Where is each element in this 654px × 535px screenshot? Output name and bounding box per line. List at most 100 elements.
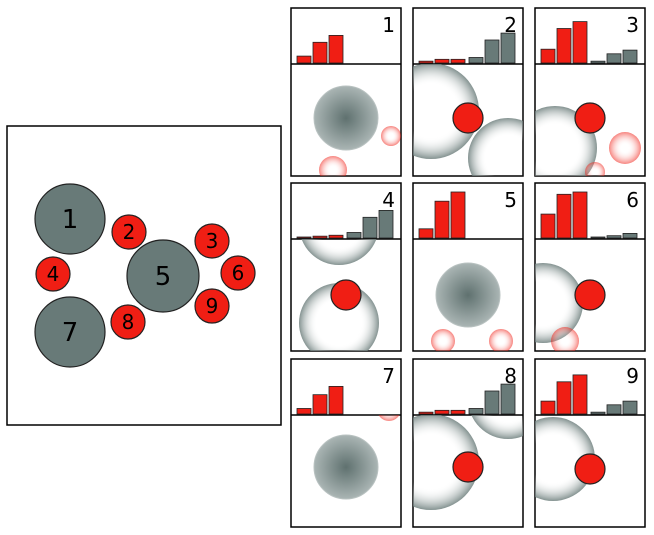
panel-histogram: [418, 32, 516, 64]
neighbor-red-fade: [378, 415, 400, 421]
histogram-bar-gray: [468, 57, 484, 64]
panel-label: 8: [504, 364, 517, 388]
panel-4: 4: [290, 182, 402, 352]
histogram-bar-red: [296, 55, 312, 64]
panel-histogram: [418, 191, 466, 239]
histogram-bar-red: [312, 235, 328, 239]
center-red-circle: [574, 102, 606, 134]
panel-8: 8: [412, 358, 524, 528]
neighbor-red-fade: [551, 327, 579, 351]
panel-5: 5: [412, 182, 524, 352]
overview-circle-shape: [35, 256, 71, 292]
histogram-bar-gray: [622, 49, 638, 64]
panel-label: 3: [626, 13, 639, 37]
histogram-bar-gray: [484, 39, 500, 64]
center-red-circle: [452, 102, 484, 134]
panel-histogram: [296, 385, 344, 415]
overview-circle-shape: [194, 223, 230, 259]
histogram-bar-red: [556, 28, 572, 64]
overview-circle-shape: [220, 255, 256, 291]
histogram-bar-red: [434, 58, 450, 64]
histogram-bar-red: [434, 409, 450, 415]
histogram-bar-gray: [362, 216, 378, 239]
neighbor-gray-fade: [535, 263, 583, 343]
histogram-bar-gray: [622, 233, 638, 239]
overview-circle-5: 5: [126, 239, 200, 313]
overview-circle-shape: [194, 288, 230, 324]
overview-circle-shape: [110, 304, 146, 340]
histogram-bar-red: [418, 228, 434, 239]
neighbor-red-fade: [585, 162, 605, 176]
panel-neighborhood: [413, 64, 523, 176]
center-gray-circle: [313, 85, 379, 151]
panel-label: 9: [626, 364, 639, 388]
overview-circle-1: 1: [34, 183, 106, 255]
neighbor-gray-fade: [413, 415, 479, 510]
center-red-circle: [574, 453, 606, 485]
histogram-bar-gray: [606, 235, 622, 239]
histogram-bar-gray: [484, 390, 500, 415]
overview-circle-shape: [34, 296, 106, 368]
panel-label: 2: [504, 13, 517, 37]
histogram-bar-red: [450, 58, 466, 64]
overview-circle-label: 4: [47, 262, 60, 286]
overview-circle-6: 6: [220, 255, 256, 291]
panel-histogram: [540, 191, 638, 239]
center-gray-circle: [435, 262, 501, 328]
panel-label: 1: [382, 13, 395, 37]
histogram-bar-red: [540, 400, 556, 415]
panel-label: 7: [382, 364, 395, 388]
center-red-circle: [452, 451, 484, 483]
panel-neighborhood: [431, 262, 513, 351]
histogram-bar-red: [328, 234, 344, 239]
panel-neighborhood: [299, 239, 379, 351]
panel-7: 7: [290, 358, 402, 528]
histogram-bar-gray: [606, 404, 622, 415]
histogram-bar-red: [312, 394, 328, 415]
histogram-bar-red: [418, 60, 434, 64]
neighbor-gray-fade: [301, 239, 377, 265]
histogram-bar-gray: [622, 400, 638, 415]
panel-neighborhood: [535, 417, 606, 501]
histogram-bar-gray: [346, 232, 362, 239]
overview-circle-label: 2: [123, 220, 136, 244]
overview-circle-label: 5: [155, 262, 172, 292]
neighbor-red-fade: [381, 126, 401, 146]
center-red-circle: [574, 279, 606, 311]
panel-3: 3: [534, 7, 646, 177]
panel-neighborhood: [313, 415, 400, 500]
overview-circle-3: 3: [194, 223, 230, 259]
center-red-circle: [330, 279, 362, 311]
histogram-bar-gray: [500, 32, 516, 64]
histogram-bar-gray: [606, 53, 622, 64]
histogram-bar-gray: [590, 236, 606, 239]
histogram-bar-red: [328, 34, 344, 64]
overview-circle-9: 9: [194, 288, 230, 324]
histogram-bar-red: [328, 385, 344, 415]
overview-circle-label: 8: [122, 310, 135, 334]
overview-circle-shape: [34, 183, 106, 255]
panel-neighborhood: [313, 85, 401, 176]
overview-circle-label: 1: [62, 205, 79, 235]
histogram-bar-red: [296, 236, 312, 239]
panel-6: 6: [534, 182, 646, 352]
neighbor-gray-fade: [471, 415, 523, 439]
histogram-bar-red: [572, 374, 588, 415]
panel-neighborhood: [535, 263, 606, 351]
histogram-bar-gray: [500, 383, 516, 415]
panel-neighborhood: [535, 102, 641, 176]
overview-circle-7: 7: [34, 296, 106, 368]
histogram-bar-red: [556, 193, 572, 239]
histogram-bar-gray: [378, 209, 394, 239]
overview-circle-8: 8: [110, 304, 146, 340]
histogram-bar-gray: [590, 60, 606, 64]
neighbor-red-fade: [609, 132, 641, 164]
panel-label: 5: [504, 188, 517, 212]
overview-circle-label: 9: [206, 294, 219, 318]
overview-circle-shape: [126, 239, 200, 313]
histogram-bar-gray: [590, 411, 606, 415]
panel-neighborhood: [413, 415, 523, 510]
